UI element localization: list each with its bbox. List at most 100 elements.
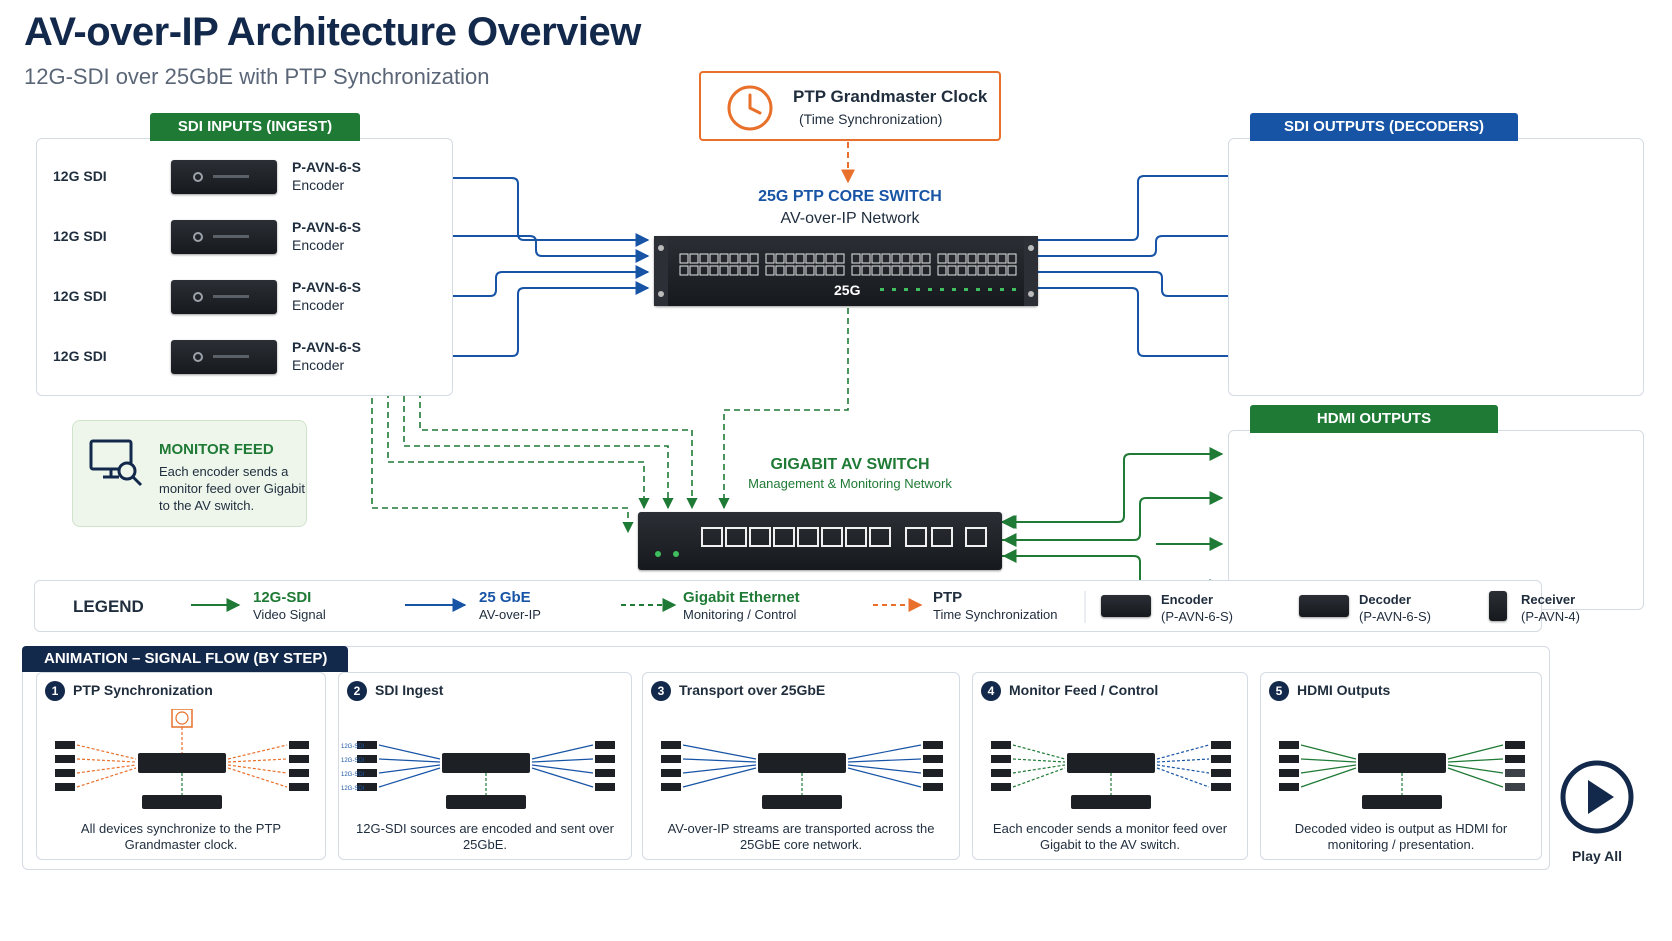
switch-port	[997, 265, 1007, 276]
switch-port	[987, 253, 997, 264]
mini-link	[847, 758, 922, 763]
step-number: 2	[347, 681, 367, 701]
status-led	[880, 288, 884, 291]
mini-link	[1447, 744, 1504, 760]
input-signal-label: 12G SDI	[53, 288, 107, 304]
mini-encoder	[661, 783, 681, 791]
play-all-label[interactable]: Play All	[1571, 848, 1623, 864]
switch-port	[825, 253, 835, 264]
encoder-device	[171, 160, 277, 194]
mini-link	[682, 758, 757, 763]
step-description: All devices synchronize to the PTP Grand…	[80, 821, 282, 852]
switch-port	[815, 265, 825, 276]
switch-port	[1007, 265, 1017, 276]
switch-port	[905, 527, 927, 547]
sdi-outputs-tag: SDI OUTPUTS (DECODERS)	[1250, 113, 1518, 141]
encoder-device	[171, 280, 277, 314]
mini-link	[1012, 764, 1066, 774]
core-switch-device: 25G	[654, 236, 1038, 306]
legend-encoder-icon	[1101, 595, 1151, 617]
device-slot	[213, 355, 249, 358]
mini-link	[378, 767, 441, 788]
mini-encoder	[55, 769, 75, 777]
input-signal-label: 12G SDI	[53, 228, 107, 244]
switch-port	[845, 527, 867, 547]
mini-link	[227, 767, 288, 788]
mini-decoder	[923, 783, 943, 791]
mini-decoder	[1211, 769, 1231, 777]
legend-title: LEGEND	[73, 597, 144, 616]
mini-decoder	[595, 741, 615, 749]
switch-port	[709, 253, 719, 264]
mini-link	[1300, 764, 1357, 774]
encoder-model: P-AVN-6-S	[292, 219, 361, 235]
switch-port	[1007, 253, 1017, 264]
mini-encoder	[55, 755, 75, 763]
switch-port	[699, 253, 709, 264]
mini-decoder	[289, 755, 309, 763]
switch-port	[815, 253, 825, 264]
core-switch-subtitle: AV-over-IP Network	[780, 210, 920, 227]
mini-encoder	[55, 741, 75, 749]
switch-port	[987, 265, 997, 276]
core-switch-badge: 25G	[834, 282, 861, 298]
mini-link	[1156, 767, 1210, 788]
mini-encoder	[357, 769, 377, 777]
switch-port	[937, 265, 947, 276]
step-description: AV-over-IP streams are transported acros…	[667, 821, 935, 852]
mini-link	[1012, 767, 1066, 788]
encoder-role: Encoder	[292, 357, 345, 373]
switch-port	[967, 265, 977, 276]
encoder-model: P-AVN-6-S	[292, 279, 361, 295]
step-number: 3	[651, 681, 671, 701]
switch-port	[965, 527, 987, 547]
switch-port	[901, 265, 911, 276]
encoder-role: Encoder	[292, 297, 345, 313]
mini-decoder	[289, 783, 309, 791]
switch-port	[947, 265, 957, 276]
step-description: 12G-SDI sources are encoded and sent ove…	[356, 821, 614, 852]
mini-encoder	[991, 783, 1011, 791]
step-description: Decoded video is output as HDMI for moni…	[1294, 821, 1508, 852]
mini-decoder	[289, 741, 309, 749]
mini-link	[1012, 758, 1066, 763]
ptp-title: PTP Grandmaster Clock	[793, 87, 988, 106]
av-switch-subtitle: Management & Monitoring Network	[748, 476, 952, 491]
switch-port	[785, 265, 795, 276]
monitor-search-icon	[89, 439, 143, 487]
legend-decoder-icon	[1299, 595, 1349, 617]
mini-sdi-label: 12G-SDI	[341, 786, 365, 792]
switch-port	[725, 527, 747, 547]
mini-decoder	[923, 755, 943, 763]
animation-tag: ANIMATION – SIGNAL FLOW (BY STEP)	[22, 646, 348, 672]
switch-port	[775, 253, 785, 264]
switch-port	[921, 253, 931, 264]
switch-port	[729, 265, 739, 276]
switch-port	[805, 253, 815, 264]
mini-decoder	[1505, 783, 1525, 791]
encoder-label: P-AVN-6-S Encoder	[292, 278, 361, 314]
mini-link	[227, 744, 288, 760]
mini-link	[378, 764, 441, 774]
step-mini-diagram	[991, 741, 1231, 809]
step-mini-diagram	[55, 709, 309, 809]
mini-decoder	[595, 783, 615, 791]
step-description: Each encoder sends a monitor feed over G…	[992, 821, 1228, 852]
switch-port	[871, 253, 881, 264]
legend-receiver-icon	[1489, 591, 1507, 621]
switch-port	[911, 265, 921, 276]
core-switch-title: 25G PTP CORE SWITCH	[758, 188, 942, 205]
mini-encoder	[357, 783, 377, 791]
encoder-device	[171, 340, 277, 374]
switch-port	[699, 265, 709, 276]
switch-port	[795, 253, 805, 264]
mini-decoder	[1505, 769, 1525, 777]
encoder-role: Encoder	[292, 237, 345, 253]
play-all-button[interactable]	[1558, 758, 1636, 836]
